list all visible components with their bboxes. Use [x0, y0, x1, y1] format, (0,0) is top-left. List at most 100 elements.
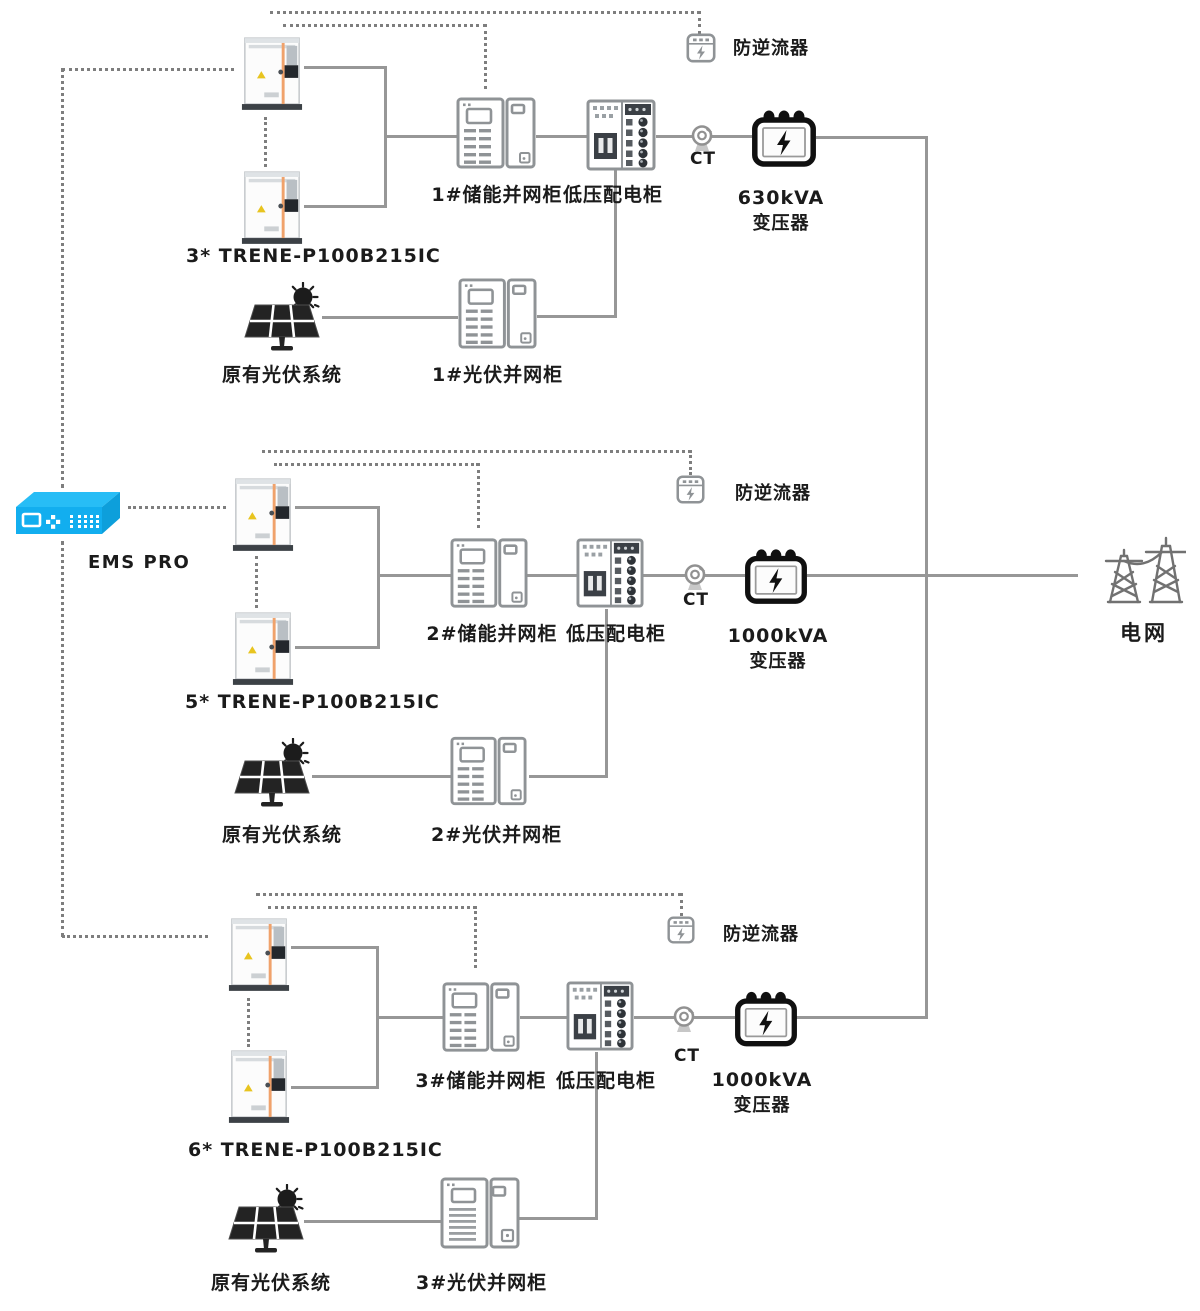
comm-line — [62, 68, 234, 71]
power-line — [291, 1086, 379, 1089]
power-line — [519, 1217, 598, 1220]
pv-system-label: 原有光伏系统 — [221, 824, 342, 846]
power-line — [377, 506, 380, 649]
power-line — [796, 1016, 928, 1019]
ct-label: CT — [689, 149, 717, 169]
battery-cabinet-icon — [231, 611, 295, 687]
pv-cabinet-label: 3#光伏并网柜 — [416, 1272, 548, 1294]
transformer-capacity-label: 1000kVA — [727, 625, 829, 647]
lv-cabinet-label: 低压配电柜 — [562, 184, 663, 206]
power-line — [304, 1220, 442, 1223]
comm-line — [268, 906, 476, 909]
storage-grid-cabinet-icon — [442, 980, 520, 1054]
anti-backflow-meter-icon — [667, 916, 695, 944]
power-line — [529, 775, 608, 778]
comm-line — [61, 68, 64, 488]
solar-pv-icon — [238, 282, 326, 352]
comm-line — [477, 463, 480, 528]
comm-line — [698, 11, 701, 34]
power-line — [537, 315, 617, 318]
comm-line — [255, 556, 258, 608]
battery-cabinet-icon — [227, 1049, 291, 1125]
battery-model-label: 3* TRENE-P100B215IC — [186, 245, 441, 267]
power-line — [384, 135, 458, 138]
transformer-name-label: 变压器 — [749, 651, 807, 672]
transformer-icon — [752, 108, 816, 168]
pv-cabinet-label: 1#光伏并网柜 — [432, 364, 564, 386]
pv-grid-cabinet-icon — [440, 1177, 520, 1249]
ct-sensor-icon — [681, 562, 709, 592]
power-line — [295, 646, 380, 649]
anti-backflow-meter-icon — [676, 475, 705, 504]
comm-line — [256, 893, 682, 896]
lv-distribution-cabinet-icon — [566, 980, 634, 1052]
pv-grid-cabinet-icon — [458, 277, 537, 350]
transformer-capacity-label: 630kVA — [737, 187, 825, 209]
solar-pv-icon — [222, 1184, 310, 1254]
anti-backflow-label: 防逆流器 — [723, 924, 799, 945]
power-line — [595, 1052, 598, 1220]
anti-backflow-label: 防逆流器 — [735, 483, 811, 504]
power-line — [295, 506, 380, 509]
anti-backflow-meter-icon — [686, 33, 716, 63]
power-line — [520, 1016, 568, 1019]
power-line — [376, 1016, 444, 1019]
comm-line — [247, 998, 250, 1047]
battery-cabinet-icon — [240, 170, 304, 246]
power-line — [816, 136, 928, 139]
battery-cabinet-icon — [231, 477, 295, 553]
storage-cabinet-label: 2#储能并网柜 — [426, 623, 558, 645]
power-line — [322, 316, 458, 319]
battery-cabinet-icon — [240, 36, 304, 112]
pv-system-label: 原有光伏系统 — [210, 1272, 331, 1294]
power-line — [536, 135, 587, 138]
grid-tower-icon — [1098, 530, 1186, 606]
transformer-icon — [745, 547, 807, 605]
power-line — [605, 609, 608, 778]
transformer-capacity-label: 1000kVA — [711, 1069, 813, 1091]
pv-system-label: 原有光伏系统 — [221, 364, 342, 386]
power-line — [304, 205, 387, 208]
storage-grid-cabinet-icon — [450, 537, 528, 609]
comm-line — [283, 24, 486, 27]
comm-line — [264, 117, 267, 167]
power-line — [377, 574, 452, 577]
transformer-name-label: 变压器 — [752, 213, 810, 234]
power-line — [526, 574, 578, 577]
ct-label: CT — [673, 1046, 701, 1066]
ems-gateway-icon — [10, 487, 122, 541]
power-line — [807, 574, 1078, 577]
power-line — [925, 136, 928, 1019]
comm-line — [62, 935, 208, 938]
comm-line — [270, 11, 700, 14]
battery-cabinet-icon — [227, 917, 291, 993]
power-line — [312, 775, 452, 778]
power-line — [304, 66, 387, 69]
ct-sensor-icon — [670, 1004, 698, 1034]
comm-line — [61, 541, 64, 937]
lv-cabinet-label: 低压配电柜 — [565, 623, 666, 645]
comm-line — [262, 450, 691, 453]
storage-cabinet-label: 3#储能并网柜 — [415, 1070, 547, 1092]
solar-pv-icon — [228, 738, 316, 808]
pv-cabinet-label: 2#光伏并网柜 — [431, 824, 563, 846]
comm-line — [680, 893, 683, 916]
storage-cabinet-label: 1#储能并网柜 — [431, 184, 563, 206]
comm-line — [274, 463, 479, 466]
lv-distribution-cabinet-icon — [576, 537, 644, 609]
battery-model-label: 6* TRENE-P100B215IC — [188, 1139, 443, 1161]
anti-backflow-label: 防逆流器 — [733, 38, 809, 59]
grid-label: 电网 — [1120, 621, 1168, 645]
battery-model-label: 5* TRENE-P100B215IC — [185, 691, 440, 713]
transformer-icon — [735, 990, 797, 1047]
ems-label: EMS PRO — [88, 552, 191, 573]
lv-distribution-cabinet-icon — [586, 99, 656, 171]
power-line — [614, 170, 617, 318]
ct-label: CT — [682, 590, 710, 610]
pv-grid-cabinet-icon — [450, 735, 527, 807]
storage-grid-cabinet-icon — [456, 97, 536, 169]
comm-line — [484, 24, 487, 89]
power-line — [291, 946, 379, 949]
comm-line — [128, 506, 226, 509]
